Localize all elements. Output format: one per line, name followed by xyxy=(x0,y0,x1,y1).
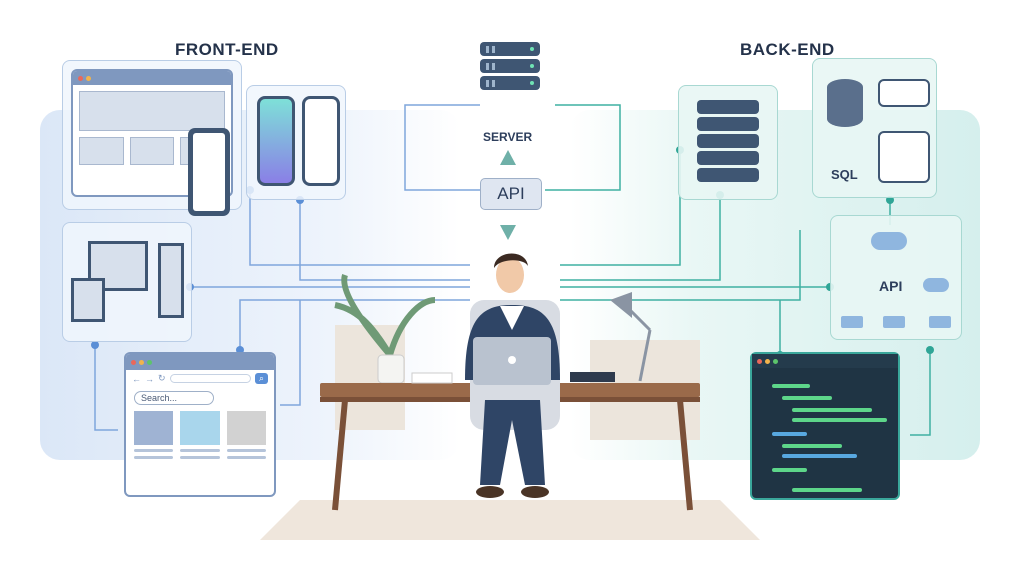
server-label: SERVER xyxy=(483,130,533,144)
servers-panel xyxy=(678,85,778,200)
search-icon[interactable]: ⌕ xyxy=(254,373,268,384)
search-input[interactable]: Search... xyxy=(134,391,214,405)
forward-icon[interactable]: → xyxy=(145,373,154,384)
server-icon xyxy=(480,42,540,93)
database-icon xyxy=(827,79,863,127)
wireframe-window xyxy=(71,69,233,197)
phone-wireframe xyxy=(188,128,230,216)
api-flow-panel: API xyxy=(830,215,962,340)
front-end-heading: FRONT-END xyxy=(175,40,279,59)
address-bar[interactable] xyxy=(169,374,251,383)
code-editor xyxy=(750,352,900,500)
back-icon[interactable]: ← xyxy=(132,373,141,384)
reload-icon[interactable]: ↻ xyxy=(158,373,166,383)
responsive-devices-panel xyxy=(62,222,192,342)
api-box: API xyxy=(480,178,542,210)
sql-panel: SQL xyxy=(812,58,937,198)
cloud-icon xyxy=(923,278,949,292)
cloud-icon xyxy=(871,232,907,250)
mobile-app-panel xyxy=(246,85,346,200)
sql-label: SQL xyxy=(831,167,858,182)
api-flow-label: API xyxy=(879,278,903,294)
browser-window: ← → ↻ ⌕ Search... xyxy=(124,352,276,497)
back-end-heading: BACK-END xyxy=(740,40,835,59)
